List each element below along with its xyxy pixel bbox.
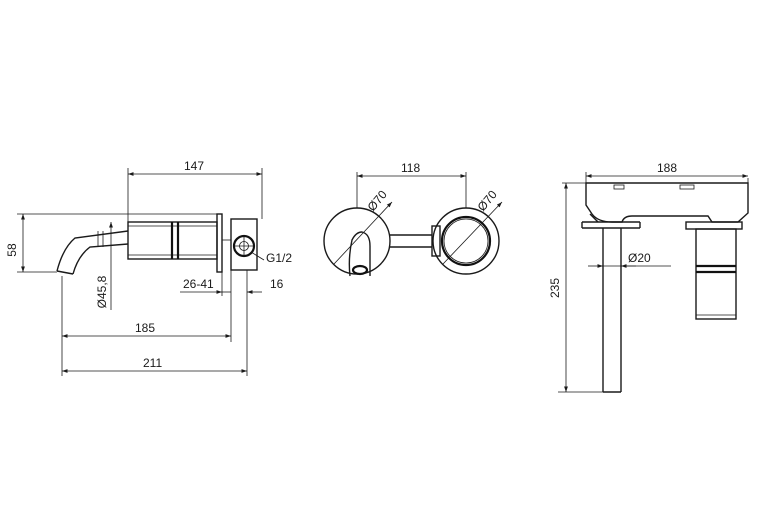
front-view: 118 Ø70 Ø70 bbox=[323, 161, 503, 277]
side-view: 147 58 Ø45,8 G1/2 26-41 16 185 211 bbox=[5, 159, 292, 376]
dim-45-8: Ø45,8 bbox=[95, 275, 109, 308]
dim-58: 58 bbox=[5, 243, 19, 257]
dim-g1-2: G1/2 bbox=[266, 251, 292, 265]
dim-20: Ø20 bbox=[628, 251, 651, 265]
dim-147: 147 bbox=[184, 159, 204, 173]
dim-235: 235 bbox=[548, 278, 562, 298]
dim-211: 211 bbox=[143, 356, 162, 370]
dim-185: 185 bbox=[135, 321, 155, 335]
dim-16: 16 bbox=[270, 277, 284, 291]
dim-188: 188 bbox=[657, 161, 677, 175]
top-view: 188 235 Ø20 bbox=[548, 161, 749, 393]
dim-118: 118 bbox=[401, 161, 420, 175]
dim-26-41: 26-41 bbox=[183, 277, 214, 291]
